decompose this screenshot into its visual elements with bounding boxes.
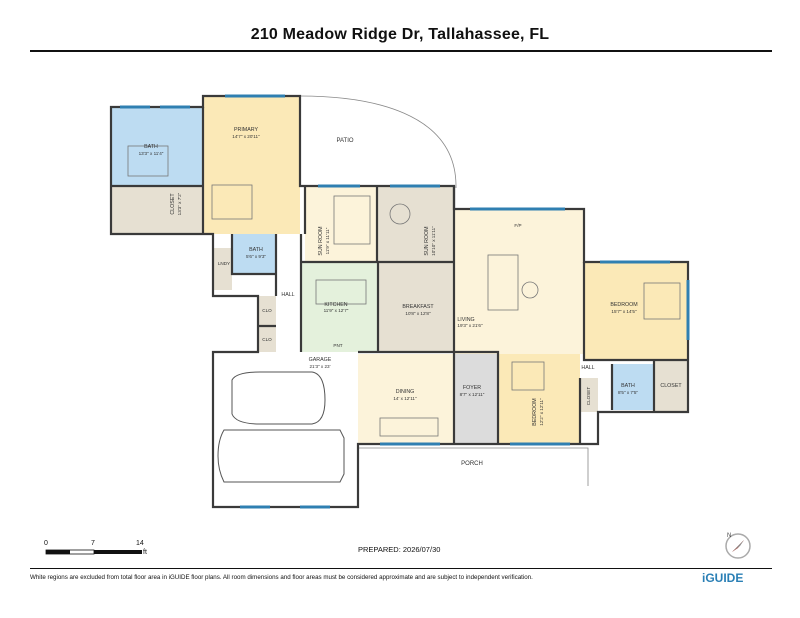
label-primary: PRIMARY bbox=[234, 127, 259, 133]
dims-bath-small: 5'6" x 9'3" bbox=[246, 254, 266, 259]
prepared-date: PREPARED: 2026/07/30 bbox=[358, 545, 441, 554]
label-sunroom-right: SUN ROOM bbox=[424, 226, 430, 255]
brand-logo: iGUIDE bbox=[702, 571, 744, 585]
dims-primary: 14'7" x 20'11" bbox=[232, 134, 260, 139]
page-title: 210 Meadow Ridge Dr, Tallahassee, FL bbox=[250, 26, 550, 43]
label-pantry: PNT bbox=[333, 343, 342, 348]
room-kitchen bbox=[301, 262, 378, 352]
room-bath-right bbox=[612, 364, 654, 410]
dims-bedroom-mid: 12'2" x 12'11" bbox=[539, 398, 544, 426]
label-clo-1: CLO bbox=[262, 308, 272, 313]
dims-living: 19'3" x 21'6" bbox=[457, 323, 483, 328]
label-living: LIVING bbox=[457, 317, 474, 323]
room-primary-bath bbox=[111, 107, 203, 186]
label-clo-2: CLO bbox=[262, 337, 272, 342]
label-bath-primary: BATH bbox=[144, 144, 158, 150]
label-kitchen: KITCHEN bbox=[324, 302, 347, 308]
label-bedroom-mid: BEDROOM bbox=[532, 398, 538, 425]
label-hall-right: HALL bbox=[581, 365, 594, 371]
dims-kitchen: 11'9" x 12'7" bbox=[324, 308, 349, 313]
scale-tick-0: 0 bbox=[44, 540, 48, 547]
room-clo-2 bbox=[258, 326, 276, 352]
title-divider bbox=[30, 50, 772, 52]
room-laundry bbox=[213, 248, 232, 290]
label-garage: GARAGE bbox=[309, 357, 332, 363]
room-closet-right bbox=[654, 360, 688, 412]
scale-tick-14: 14 bbox=[136, 540, 144, 547]
dims-sunroom-right: 10'10" x 11'11" bbox=[431, 226, 436, 256]
dims-breakfast: 10'8" x 12'8" bbox=[405, 311, 431, 316]
label-porch: PORCH bbox=[461, 461, 483, 467]
room-living bbox=[454, 209, 584, 354]
dims-sunroom-left: 11'9" x 11'11" bbox=[325, 227, 330, 254]
dims-foyer: 8'7" x 12'11" bbox=[460, 392, 485, 397]
label-bedroom-right: BEDROOM bbox=[610, 302, 637, 308]
dims-garage: 21'3" x 23' bbox=[309, 364, 330, 369]
room-closet-mid bbox=[580, 378, 598, 412]
label-closet-right: CLOSET bbox=[660, 383, 682, 389]
dims-bath-primary: 13'3" x 11'4" bbox=[139, 151, 164, 156]
room-labels: PRIMARY 14'7" x 20'11" BATH 13'3" x 11'4… bbox=[139, 127, 683, 467]
scale-bar bbox=[45, 549, 142, 555]
label-hall-left: HALL bbox=[281, 292, 294, 298]
scale-tick-7: 7 bbox=[91, 540, 95, 547]
label-breakfast: BREAKFAST bbox=[402, 304, 434, 310]
room-sunroom-left bbox=[305, 186, 377, 262]
footer-divider bbox=[30, 568, 772, 569]
scale-unit: ft bbox=[143, 549, 147, 556]
label-bath-right: BATH bbox=[621, 383, 635, 389]
label-bath-small: BATH bbox=[249, 247, 263, 253]
room-breakfast bbox=[378, 262, 454, 352]
furniture bbox=[127, 145, 681, 437]
patio-outline bbox=[299, 95, 457, 188]
windows bbox=[120, 94, 690, 509]
room-sunroom-right bbox=[377, 186, 454, 262]
footnote: White regions are excluded from total fl… bbox=[30, 574, 533, 581]
room-bedroom-right bbox=[584, 262, 688, 360]
porch-line bbox=[358, 447, 589, 486]
dims-bedroom-right: 15'7" x 14'5" bbox=[611, 309, 637, 314]
svg-text:N: N bbox=[727, 533, 731, 539]
room-clo-1 bbox=[258, 296, 276, 326]
room-primary-closet bbox=[111, 186, 203, 234]
north-compass-icon: N bbox=[722, 530, 754, 567]
label-laundry: LNDY bbox=[218, 261, 230, 266]
label-foyer: FOYER bbox=[463, 385, 481, 391]
room-foyer bbox=[454, 354, 498, 444]
dims-dining: 14' x 12'11" bbox=[393, 396, 417, 401]
label-closet-mid: CLOSET bbox=[586, 387, 591, 406]
room-primary bbox=[203, 96, 300, 234]
label-closet-primary: CLOSET bbox=[170, 193, 176, 215]
walls bbox=[109, 94, 690, 509]
label-dining: DINING bbox=[396, 389, 415, 395]
garage-cars bbox=[217, 371, 345, 483]
room-bath-small bbox=[232, 234, 276, 274]
room-hall-left bbox=[276, 234, 301, 354]
label-fireplace: F/P bbox=[514, 223, 521, 228]
label-sunroom-left: SUN ROOM bbox=[318, 226, 324, 255]
dims-closet-primary: 13'3" x 7'2" bbox=[177, 192, 182, 215]
label-patio: PATIO bbox=[336, 138, 353, 144]
dims-bath-right: 8'5" x 7'5" bbox=[618, 390, 638, 395]
